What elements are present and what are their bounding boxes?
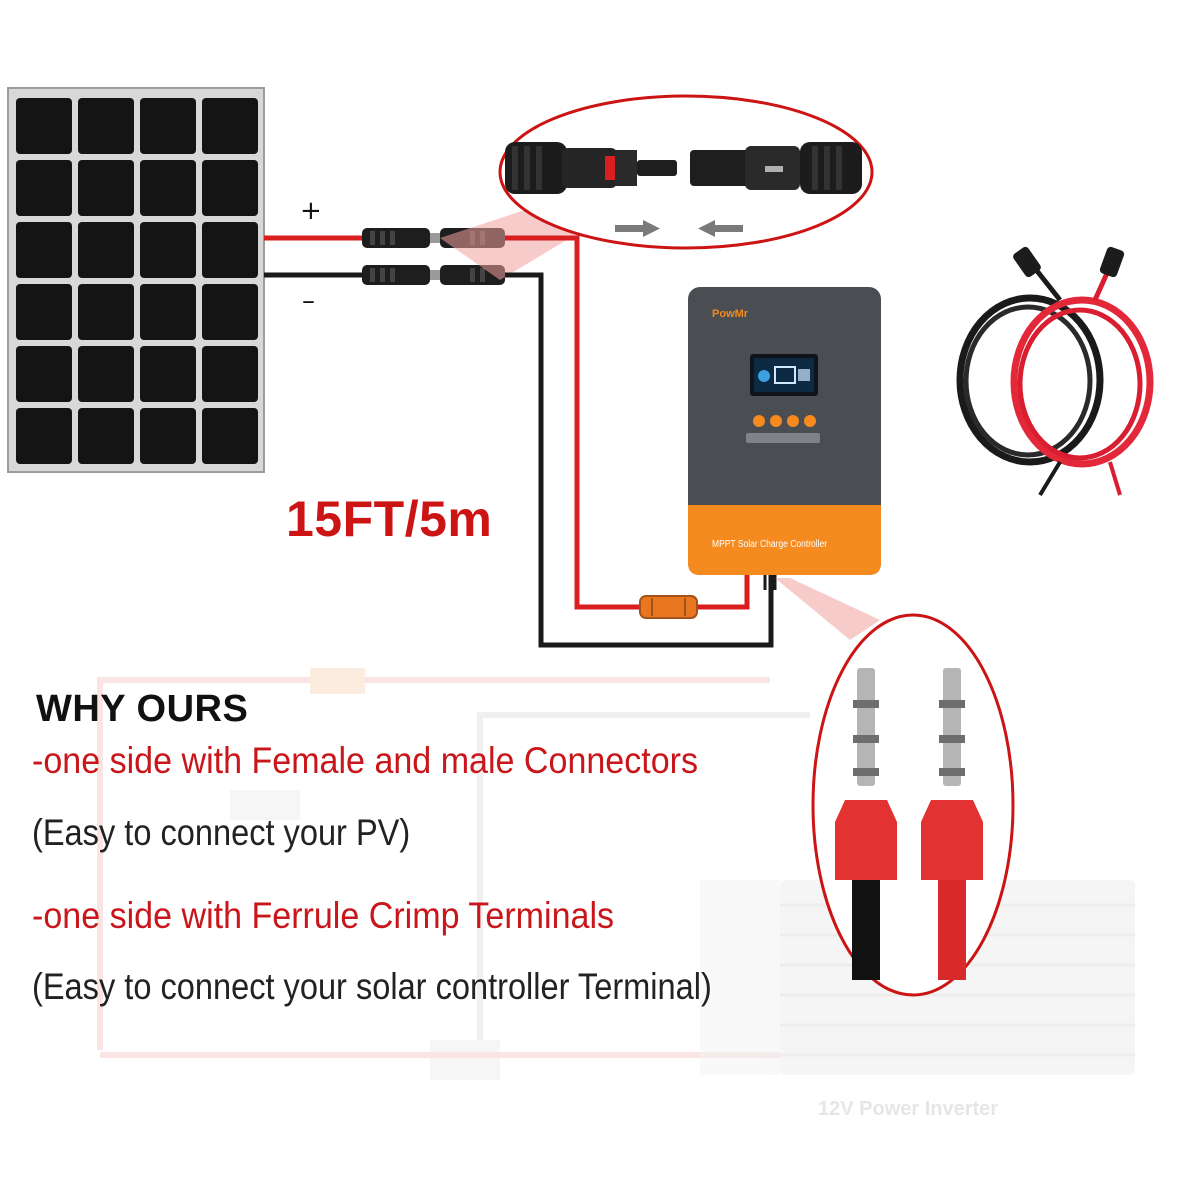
mppt-charge-controller <box>688 287 881 590</box>
cable-length-label: 15FT/5m <box>286 491 493 547</box>
ferrule-terminal-black <box>835 668 897 980</box>
faded-inverter-wiring <box>97 668 810 1080</box>
feature-connectors-note: (Easy to connect your PV) <box>32 812 411 853</box>
mc4-male-connector-positive <box>362 228 440 248</box>
controller-wires <box>505 235 774 648</box>
connector-zoom-callout <box>498 94 874 250</box>
zoom-female-connector <box>690 142 862 194</box>
feature-ferrules: -one side with Ferrule Crimp Terminals <box>32 895 615 936</box>
ferrule-zoom-callout <box>811 613 1015 997</box>
inverter-label: 12V Power Inverter <box>818 1098 999 1120</box>
controller-buttons <box>753 415 816 427</box>
inline-fuse <box>639 595 698 619</box>
zoom-arrow-right-icon <box>615 220 660 237</box>
feature-connectors: -one side with Female and male Connector… <box>32 740 699 781</box>
positive-label: + <box>300 196 322 226</box>
solar-cells <box>16 98 258 464</box>
solar-panel <box>7 87 265 473</box>
terminal-callout-beam <box>775 578 880 640</box>
ferrule-terminal-red <box>921 668 983 980</box>
controller-caption: MPPT Solar Charge Controller <box>712 539 828 550</box>
feature-ferrules-note: (Easy to connect your solar controller T… <box>32 966 712 1007</box>
zoom-arrow-left-icon <box>698 220 743 237</box>
negative-label: – <box>302 286 315 316</box>
panel-wires <box>264 235 365 278</box>
connector-callout-beam <box>440 205 580 280</box>
zoom-male-connector <box>505 142 677 194</box>
coiled-cable-set <box>956 246 1154 497</box>
mc4-male-connector-negative <box>362 265 430 285</box>
controller-brand-logo: PowMr <box>712 308 749 320</box>
why-ours-heading: WHY OURS <box>36 688 249 730</box>
